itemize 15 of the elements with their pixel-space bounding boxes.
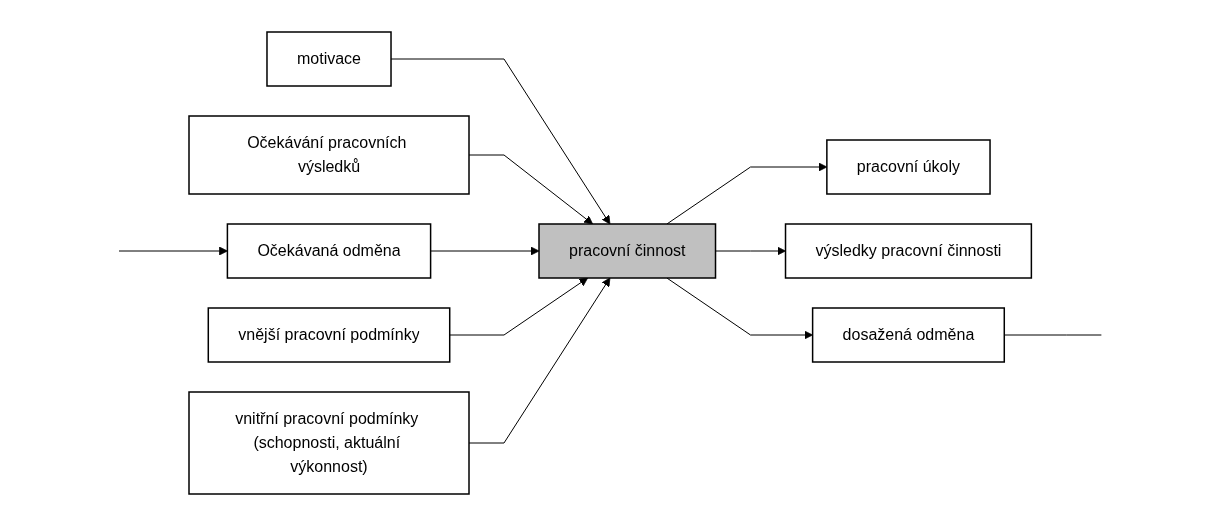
node-box: vnitřní pracovní podmínky (schopnosti, aktuální výkonnost): [188, 390, 470, 495]
node-box: výsledky pracovní činnosti: [784, 222, 1032, 279]
arrow: [468, 277, 611, 443]
arrow: [666, 277, 813, 339]
node-box: pracovní činnost: [538, 222, 717, 279]
arrow: [468, 154, 593, 224]
arrow: [118, 246, 228, 255]
node-box: Očekávání pracovních výsledků: [188, 114, 470, 195]
node-box: pracovní úkoly: [825, 138, 991, 195]
node-box: motivace: [266, 30, 392, 87]
arrow: [390, 58, 611, 224]
arrow: [449, 277, 588, 335]
node-box: vnější pracovní podmínky: [207, 306, 451, 363]
node-box: Očekávaná odměna: [226, 222, 432, 279]
node-box: dosažená odměna: [811, 306, 1005, 363]
